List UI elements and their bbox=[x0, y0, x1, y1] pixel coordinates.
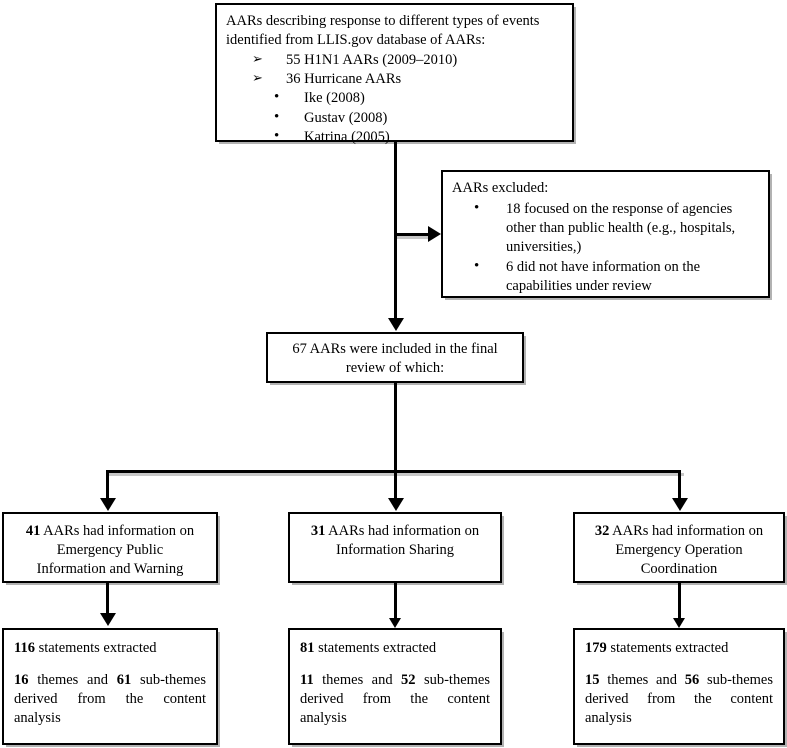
connector-split-to-column-3 bbox=[678, 470, 681, 500]
results-box-information-sharing: 81 statements extracted 11 themes and 52… bbox=[288, 628, 502, 745]
arrow-capability-to-results-1-icon bbox=[100, 613, 116, 626]
excluded-aars-box: AARs excluded: 18 focused on the respons… bbox=[441, 170, 770, 298]
connector-to-excluded-shadow bbox=[397, 236, 433, 239]
source-line-1: AARs describing response to different ty… bbox=[226, 13, 540, 29]
included-aars-box: 67 AARs were included in the final revie… bbox=[266, 332, 524, 383]
included-line-1: 67 AARs were included in the final bbox=[292, 341, 498, 357]
source-aars-box: AARs describing response to different ty… bbox=[215, 3, 574, 147]
spacer bbox=[585, 658, 773, 671]
source-bullet-list: 55 H1N1 AARs (2009–2010) 36 Hurricane AA… bbox=[252, 50, 563, 90]
list-item: Katrina (2005) bbox=[270, 127, 563, 147]
capability-box-emergency-operation-coordination: 32 AARs had information on Emergency Ope… bbox=[573, 512, 785, 583]
connector-capability-to-results-1 bbox=[106, 583, 109, 615]
list-item: 6 did not have information on the capabi… bbox=[474, 257, 759, 296]
spacer bbox=[14, 658, 206, 671]
arrow-capability-to-results-2-icon bbox=[389, 618, 401, 628]
list-item: Gustav (2008) bbox=[270, 108, 563, 128]
list-item: 18 focused on the response of agencies o… bbox=[474, 199, 759, 257]
connector-capability-to-results-3 bbox=[678, 583, 681, 620]
capability-line-2: Emergency Public bbox=[56, 541, 164, 558]
themes-line: 16 themes and 61 sub-themes derived from… bbox=[14, 671, 206, 726]
split-bar bbox=[106, 470, 681, 473]
source-line-2: identified from LLIS.gov database of AAR… bbox=[226, 31, 486, 48]
excluded-bullet-list: 18 focused on the response of agencies o… bbox=[474, 199, 759, 296]
results-box-emergency-public-information: 116 statements extracted 16 themes and 6… bbox=[2, 628, 218, 745]
capability-line-3: Coordination bbox=[640, 560, 718, 577]
excluded-heading: AARs excluded: bbox=[452, 180, 549, 196]
capability-line-1: 41 AARs had information on bbox=[25, 523, 195, 539]
capability-box-information-sharing: 31 AARs had information on Information S… bbox=[288, 512, 502, 583]
arrow-split-to-column-1-icon bbox=[100, 498, 116, 511]
source-subbullet-list: Ike (2008) Gustav (2008) Katrina (2005) bbox=[270, 88, 563, 147]
themes-line: 11 themes and 52 sub-themes derived from… bbox=[300, 671, 490, 726]
connector-split-to-column-1 bbox=[106, 470, 109, 500]
list-item: Ike (2008) bbox=[270, 88, 563, 108]
connector-capability-to-results-2 bbox=[394, 583, 397, 620]
themes-line: 15 themes and 56 sub-themes derived from… bbox=[585, 671, 773, 726]
capability-box-emergency-public-information: 41 AARs had information on Emergency Pub… bbox=[2, 512, 218, 583]
arrow-split-to-column-2-icon bbox=[388, 498, 404, 511]
capability-line-2: Information Sharing bbox=[336, 541, 454, 558]
connector-source-to-included bbox=[394, 142, 397, 320]
capability-line-3: Information and Warning bbox=[36, 560, 184, 577]
arrow-split-to-column-3-icon bbox=[672, 498, 688, 511]
connector-to-excluded bbox=[394, 233, 430, 236]
results-box-emergency-operation-coordination: 179 statements extracted 15 themes and 5… bbox=[573, 628, 785, 745]
included-line-2: review of which: bbox=[345, 359, 445, 376]
statements-line: 116 statements extracted bbox=[14, 640, 157, 656]
capability-line-1: 31 AARs had information on bbox=[310, 523, 480, 539]
arrow-capability-to-results-3-icon bbox=[673, 618, 685, 628]
capability-line-2: Emergency Operation bbox=[615, 541, 743, 558]
connector-included-to-split bbox=[394, 383, 397, 472]
list-item: 55 H1N1 AARs (2009–2010) bbox=[252, 50, 563, 70]
statements-line: 179 statements extracted bbox=[585, 640, 729, 656]
connector-split-to-column-2 bbox=[394, 470, 397, 500]
capability-line-1: 32 AARs had information on bbox=[594, 523, 764, 539]
arrow-to-excluded-icon bbox=[428, 226, 441, 242]
spacer bbox=[300, 658, 490, 671]
statements-line: 81 statements extracted bbox=[300, 640, 437, 656]
list-item: 36 Hurricane AARs bbox=[252, 69, 563, 89]
arrow-source-to-included-icon bbox=[388, 318, 404, 331]
